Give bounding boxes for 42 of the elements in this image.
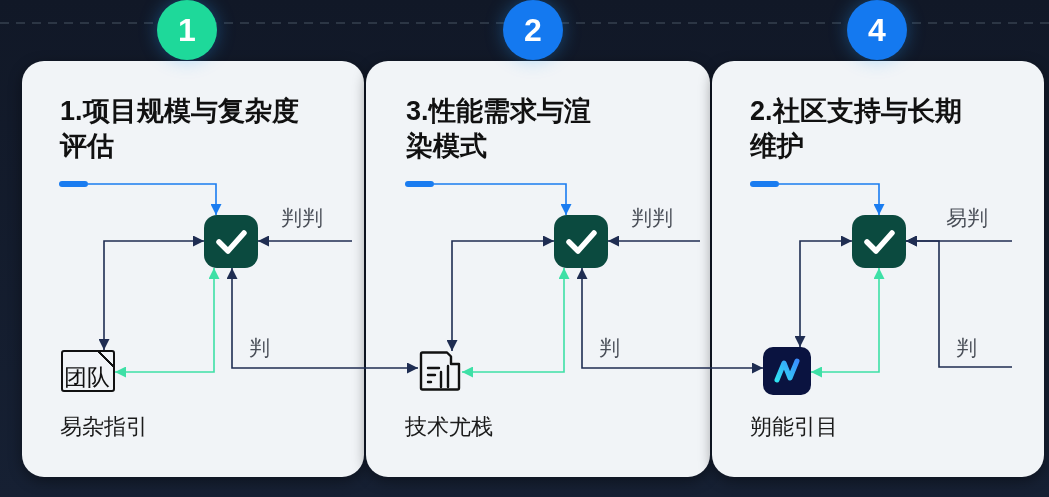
edge-label: 易判: [945, 205, 989, 231]
checkmark-icon: [554, 215, 608, 268]
arrow: [433, 183, 572, 216]
pill-marker: [405, 181, 434, 187]
document-chart-icon: [418, 351, 462, 391]
edge-label: 判: [598, 335, 621, 361]
panel-title: 2.社区支持与长期维护: [750, 95, 963, 163]
arrow: [257, 235, 353, 247]
double-arrow: [576, 267, 764, 374]
checkmark-icon: [852, 215, 906, 268]
icon-label: 团队: [64, 364, 110, 390]
checkmark-icon: [204, 215, 258, 268]
panel-card: [22, 61, 364, 477]
double-arrow: [461, 267, 570, 378]
zigzag-tile-icon: [763, 347, 811, 395]
double-arrow: [226, 267, 419, 374]
step-number: 4: [847, 0, 907, 60]
edge-label: 判: [248, 335, 271, 361]
icon-caption: 技术尤栈: [405, 413, 493, 441]
document-frame: [61, 350, 115, 392]
edge-label: 判判: [280, 205, 324, 231]
step-number: 2: [503, 0, 563, 60]
double-arrow: [446, 235, 555, 352]
pill-marker: [59, 181, 88, 187]
panel-card: [712, 61, 1044, 477]
icon-caption: 易杂指引: [60, 413, 148, 441]
double-arrow: [810, 267, 885, 378]
double-arrow: [794, 235, 853, 348]
icon-caption: 朔能引目: [750, 413, 838, 441]
double-arrow: [114, 267, 220, 378]
arrow: [778, 183, 885, 216]
panel-card: [366, 61, 710, 477]
step-number: 1: [157, 0, 217, 60]
arrow: [607, 235, 701, 247]
arrow: [905, 235, 1013, 368]
pill-marker: [750, 181, 779, 187]
panel-title: 1.项目规模与复杂度评估: [60, 95, 300, 163]
arrow: [87, 183, 222, 216]
edge-label: 判判: [630, 205, 674, 231]
panel-title: 3.性能需求与渲染模式: [406, 95, 592, 163]
double-arrow: [98, 235, 205, 351]
edge-label: 判: [955, 335, 978, 361]
